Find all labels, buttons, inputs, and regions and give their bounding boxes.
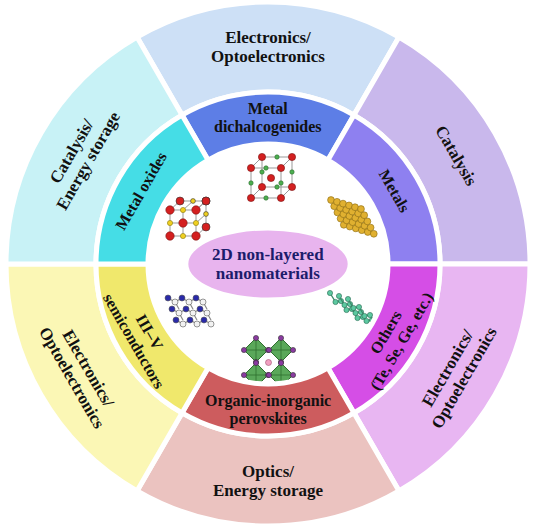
text-line: Electronics/ — [411, 314, 484, 422]
text-line: Others — [351, 280, 422, 384]
ring-sector — [328, 115, 440, 264]
text-line: Metals — [375, 167, 414, 216]
segment-label: Metals — [375, 167, 414, 216]
text-line: III–V — [115, 282, 184, 383]
segment-label: Organic-inorganic perovskites — [205, 392, 331, 428]
text-line: Electronics/ — [211, 28, 325, 47]
text-line: Organic-inorganic — [205, 392, 331, 410]
text-line: Catalysis — [431, 122, 481, 189]
center-ellipse-shape — [188, 230, 347, 297]
text-line: Energy storage — [213, 481, 323, 500]
segment-label: Electronics/ Optoelectronics — [411, 314, 501, 432]
segment-label: III–V semiconductors — [99, 282, 183, 392]
segment-label: Electronics/ Optoelectronics — [35, 314, 125, 432]
segment-label: Others (Te, Se, Ge, etc.) — [351, 280, 437, 393]
ring-sector — [137, 2, 399, 115]
text-line: Optoelectronics — [427, 323, 500, 431]
text-line: semiconductors — [99, 291, 168, 392]
segment-label: Metal oxides — [112, 149, 171, 233]
ring-sector — [182, 92, 354, 160]
ring-sector — [354, 264, 530, 491]
ring-sector — [96, 115, 208, 264]
text-line: Energy storage — [53, 108, 124, 213]
segment-label: Electronics/ Optoelectronics — [211, 28, 325, 66]
ring-sector — [137, 413, 399, 526]
text-line: dichalcogenides — [214, 118, 322, 136]
text-line: Electronics/ — [52, 314, 125, 422]
ring-sector — [6, 264, 182, 491]
text-line: Optics/ — [213, 462, 323, 481]
text-line: Metal oxides — [112, 149, 171, 233]
ring-sector — [354, 37, 530, 264]
text-line: Metal — [214, 100, 322, 118]
ring-sector — [96, 264, 208, 413]
segment-label: Catalysis/ Energy storage — [36, 98, 124, 212]
text-line: Optoelectronics — [35, 323, 108, 431]
segment-label: Metal dichalcogenides — [214, 100, 322, 136]
text-line: 2D non-layered — [212, 245, 324, 264]
text-line: (Te, Se, Ge, etc.) — [367, 289, 438, 393]
ring-sector — [6, 37, 182, 264]
segment-label: Optics/ Energy storage — [213, 462, 323, 500]
text-line: perovskites — [205, 410, 331, 428]
text-line: Catalysis/ — [36, 98, 107, 203]
text-line: Optoelectronics — [211, 47, 325, 66]
center-label: 2D non-layered nanomaterials — [212, 245, 324, 283]
text-line: nanomaterials — [212, 264, 324, 283]
segment-label: Catalysis — [431, 122, 481, 189]
ring-sector — [182, 368, 354, 436]
ring-sector — [328, 264, 440, 413]
